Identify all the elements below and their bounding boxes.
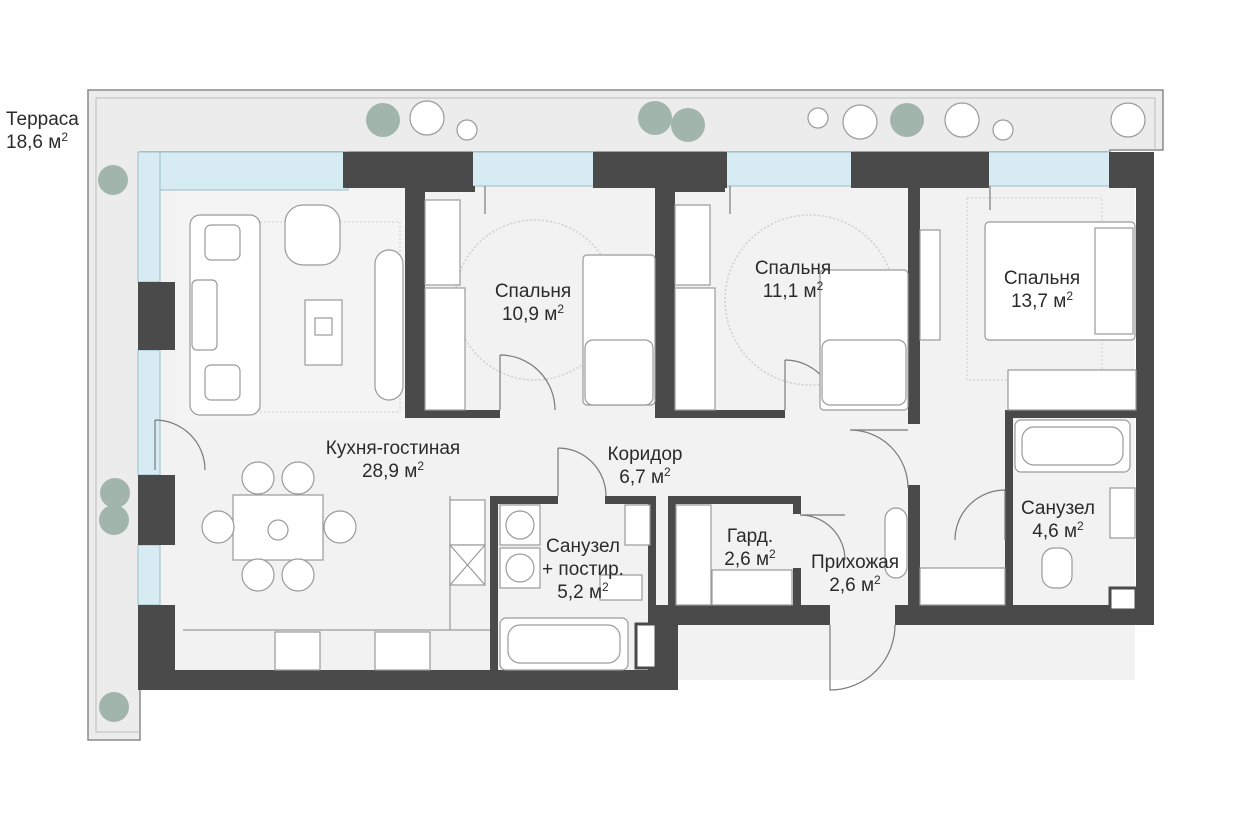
room-name: Санузел bbox=[1020, 498, 1095, 519]
dining-table-icon bbox=[201, 461, 357, 592]
plants bbox=[98, 100, 1146, 722]
room-area: 28,9 м2 bbox=[361, 459, 424, 482]
room-label-bedroom-2: Спальня 11,1 м2 bbox=[748, 257, 838, 303]
room-label-wardrobe: Гард. 2,6 м2 bbox=[715, 525, 785, 571]
furniture bbox=[183, 199, 1137, 671]
toilet-icon bbox=[1041, 547, 1073, 589]
room-area: 6,7 м2 bbox=[619, 465, 671, 488]
room-area: 2,6 м2 bbox=[829, 573, 881, 596]
room-name: Санузел bbox=[545, 536, 620, 557]
wardrobe-icon bbox=[919, 229, 1137, 411]
tv-stand-icon bbox=[374, 249, 404, 401]
washing-machine-icon bbox=[499, 504, 541, 589]
bathtub-icon bbox=[499, 617, 629, 671]
room-label-bedroom-3: Спальня 13,7 м2 bbox=[997, 267, 1087, 313]
room-area: 2,6 м2 bbox=[724, 547, 776, 570]
room-label-kitchen-living: Кухня-гостиная 28,9 м2 bbox=[318, 437, 468, 483]
room-name: Спальня bbox=[1003, 268, 1081, 289]
windows bbox=[137, 151, 1111, 606]
room-area: 11,1 м2 bbox=[762, 279, 824, 302]
wardrobe-icon bbox=[675, 504, 1006, 606]
room-area: 4,6 м2 bbox=[1032, 519, 1084, 542]
wardrobe-icon bbox=[674, 204, 716, 411]
doors bbox=[154, 186, 1006, 691]
room-name: Терраса bbox=[6, 109, 79, 130]
room-name: Прихожая bbox=[810, 552, 900, 573]
sink-icon bbox=[1109, 487, 1136, 539]
mirror-icon bbox=[884, 507, 908, 579]
room-area: 13,7 м2 bbox=[1010, 289, 1073, 312]
room-name: Спальня bbox=[494, 281, 572, 302]
coffee-table-icon bbox=[304, 299, 343, 366]
plant-icon bbox=[98, 101, 924, 722]
kitchen-counter-icon bbox=[183, 496, 490, 671]
room-label-bedroom-1: Спальня 10,9 м2 bbox=[488, 280, 578, 326]
walls bbox=[138, 152, 1154, 690]
room-label-bathroom-laundry: Санузел + постир. 5,2 м2 bbox=[533, 535, 633, 604]
room-label-terrace: Терраса 18,6 м2 bbox=[6, 108, 79, 154]
room-name: Гард. bbox=[726, 526, 774, 547]
room-name: Спальня bbox=[754, 258, 832, 279]
room-label-hallway: Прихожая 2,6 м2 bbox=[805, 551, 905, 597]
bed-icon bbox=[984, 221, 1136, 341]
sink-icon bbox=[599, 504, 651, 601]
pot-icon bbox=[409, 100, 1146, 141]
room-area: 5,2 м2 bbox=[557, 580, 609, 603]
room-area: 10,9 м2 bbox=[501, 302, 564, 325]
wardrobe-icon bbox=[424, 199, 466, 411]
room-name: Коридор bbox=[607, 444, 683, 465]
bathtub-icon bbox=[1014, 419, 1131, 473]
room-label-bathroom: Санузел 4,6 м2 bbox=[1013, 497, 1103, 543]
sofa-icon bbox=[189, 214, 261, 416]
room-name-2: + постир. bbox=[542, 559, 624, 580]
room-name: Кухня-гостиная bbox=[325, 438, 461, 459]
room-area: 18,6 м2 bbox=[6, 130, 69, 153]
bed-icon bbox=[582, 254, 656, 406]
bed-icon bbox=[819, 269, 909, 411]
room-label-corridor: Коридор 6,7 м2 bbox=[600, 443, 690, 489]
armchair-icon bbox=[284, 204, 341, 266]
